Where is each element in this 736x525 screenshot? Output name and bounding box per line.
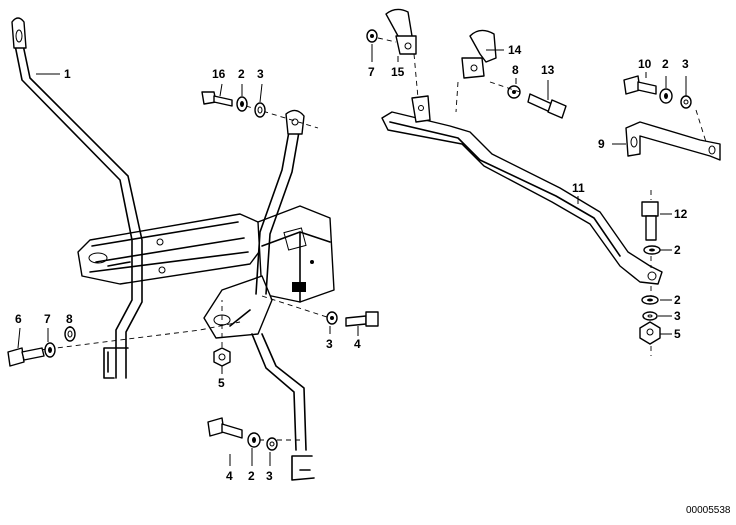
bolt-10-hardware	[623, 75, 692, 109]
callout-3: 3	[257, 67, 264, 81]
callout-1: 1	[64, 67, 71, 81]
callout-13: 13	[541, 63, 555, 77]
callout-2: 2	[674, 243, 681, 257]
reference-number: 00005538	[686, 505, 731, 516]
callout-3: 3	[674, 309, 681, 323]
leader-lines	[17, 44, 687, 466]
callout-15: 15	[391, 65, 405, 79]
bracket-9	[625, 109, 721, 161]
callout-7: 7	[368, 65, 375, 79]
callout-2: 2	[248, 469, 255, 483]
bolt-4-bottom-hardware	[207, 417, 278, 451]
callout-labels: 1 16 2 3 6 7 8 3 4 5 4 2 3 7 15 14 8 13 …	[15, 43, 689, 483]
bolt-6-hardware	[7, 326, 76, 367]
support-bar-11	[381, 111, 663, 285]
callout-8: 8	[66, 312, 73, 326]
nut-5-left	[213, 347, 231, 367]
callout-9: 9	[598, 137, 605, 151]
bolt-13-hardware	[489, 81, 567, 119]
strut-rod-1	[11, 17, 143, 379]
callout-3: 3	[326, 337, 333, 351]
bolt-16-hardware	[201, 91, 266, 118]
clamp-14	[455, 29, 497, 113]
callout-4: 4	[354, 337, 361, 351]
washer-7-top	[366, 29, 397, 43]
callout-3: 3	[266, 469, 273, 483]
callout-12: 12	[674, 207, 688, 221]
bolt-4-hardware	[326, 311, 379, 327]
callout-6: 6	[15, 312, 22, 326]
callout-11: 11	[572, 181, 585, 195]
callout-5: 5	[674, 327, 681, 341]
left-bracket-assembly	[7, 17, 379, 481]
bolt-12-stack	[639, 190, 661, 356]
callout-16: 16	[212, 67, 226, 81]
cross-member	[77, 213, 263, 285]
callout-2: 2	[674, 293, 681, 307]
callout-8: 8	[512, 63, 519, 77]
clamp-15	[385, 8, 431, 123]
callout-3: 3	[682, 57, 689, 71]
right-bar-assembly	[366, 8, 721, 356]
callout-2: 2	[238, 67, 245, 81]
mounting-plate	[203, 275, 273, 339]
callout-5: 5	[218, 376, 225, 390]
strut-rod-2	[251, 109, 315, 481]
callout-2: 2	[662, 57, 669, 71]
callout-7: 7	[44, 312, 51, 326]
callout-14: 14	[508, 43, 522, 57]
callout-10: 10	[638, 57, 652, 71]
callout-4: 4	[226, 469, 233, 483]
